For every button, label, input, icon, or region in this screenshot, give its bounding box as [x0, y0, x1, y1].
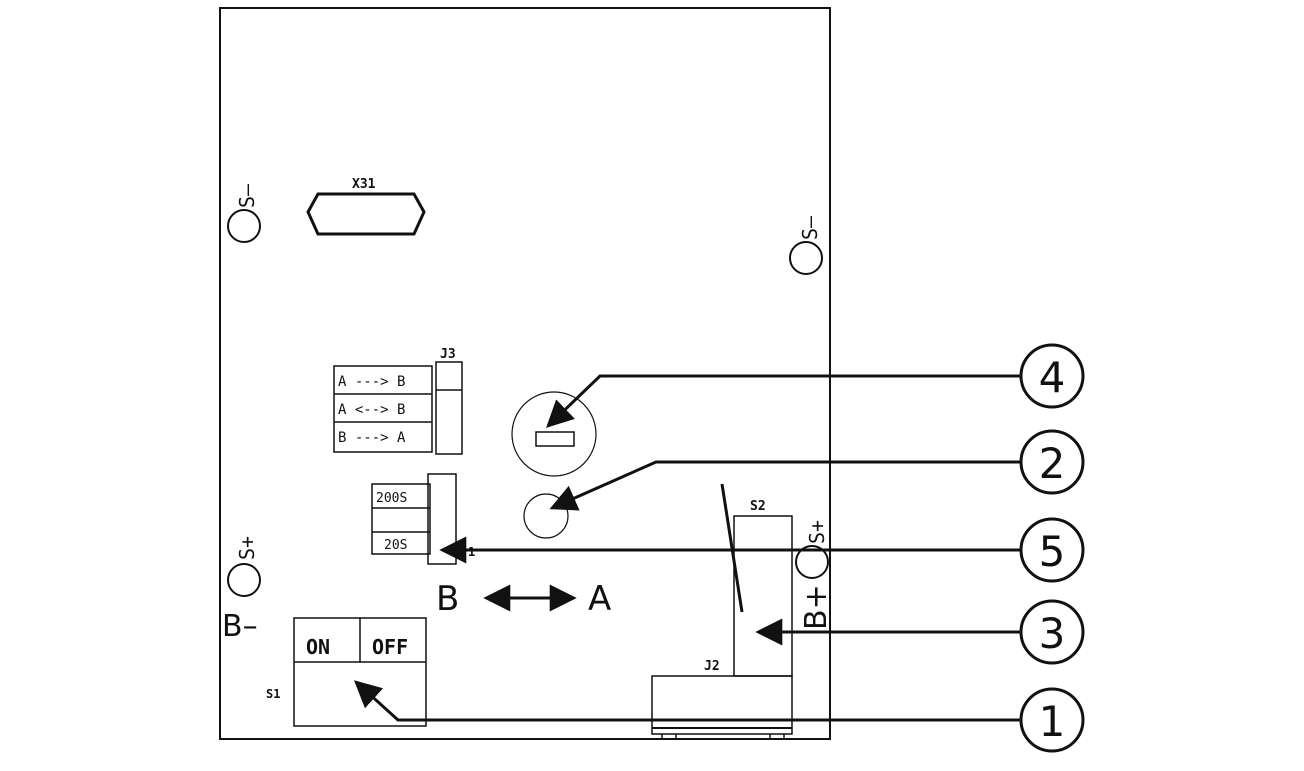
leader-1	[353, 680, 1022, 722]
terminal-s-minus-right: S–	[789, 215, 823, 275]
s-plus-right-label: S+	[805, 520, 829, 544]
callout-1-number: 1	[1039, 697, 1066, 746]
callout-4-number: 4	[1039, 353, 1066, 402]
j1-label: 1	[468, 545, 475, 559]
callout-5: 5	[1019, 517, 1085, 583]
direction-left: B	[436, 579, 459, 619]
status-led	[523, 493, 569, 539]
s1-switch: ON OFF S1	[266, 617, 427, 727]
callout-1: 1	[1019, 687, 1085, 753]
callout-3-number: 3	[1039, 609, 1066, 658]
trimmer-potentiometer	[511, 391, 597, 477]
j2-label: J2	[704, 659, 720, 674]
s-minus-left-label: S–	[235, 183, 259, 208]
leader-4	[546, 374, 1022, 428]
direction-right: A	[588, 579, 611, 619]
s-minus-right-label: S–	[798, 215, 822, 240]
j3-row-1: A ---> B	[338, 374, 405, 390]
s1-off-label: OFF	[372, 635, 408, 659]
callout-leaders	[353, 374, 1022, 722]
j3-jumper: J3 A ---> B A <--> B B ---> A	[333, 347, 463, 455]
b-minus-label: B–	[222, 609, 258, 644]
board-outline	[219, 7, 831, 740]
s2-switch: S2	[720, 483, 793, 677]
s2-label: S2	[750, 499, 766, 514]
callout-4: 4	[1019, 343, 1085, 409]
j3-row-2: A <--> B	[338, 402, 405, 418]
leader-2	[549, 460, 1022, 511]
b-plus-label: B+	[799, 584, 834, 630]
x31-connector: X31	[306, 177, 426, 236]
terminal-s-plus-right: S+ B+	[795, 520, 834, 630]
callout-2-number: 2	[1039, 439, 1066, 488]
callout-5-number: 5	[1039, 527, 1066, 576]
terminal-s-plus-left: S+ B–	[222, 536, 261, 644]
j3-row-3: B ---> A	[338, 430, 406, 446]
j1-row-1: 200S	[376, 491, 407, 506]
callout-2: 2	[1019, 429, 1085, 495]
terminal-s-minus-left: S–	[227, 183, 261, 243]
j1-row-3: 20S	[384, 538, 407, 553]
j2-connector: J2	[651, 659, 793, 740]
s1-on-label: ON	[306, 635, 330, 659]
s1-label: S1	[266, 687, 280, 701]
x31-label: X31	[352, 177, 376, 192]
direction-indicator: B A	[436, 579, 611, 619]
s-plus-left-label: S+	[235, 536, 259, 560]
j1-jumper: 200S 20S 1	[371, 473, 475, 565]
callout-3: 3	[1019, 599, 1085, 665]
j3-label: J3	[440, 347, 456, 362]
